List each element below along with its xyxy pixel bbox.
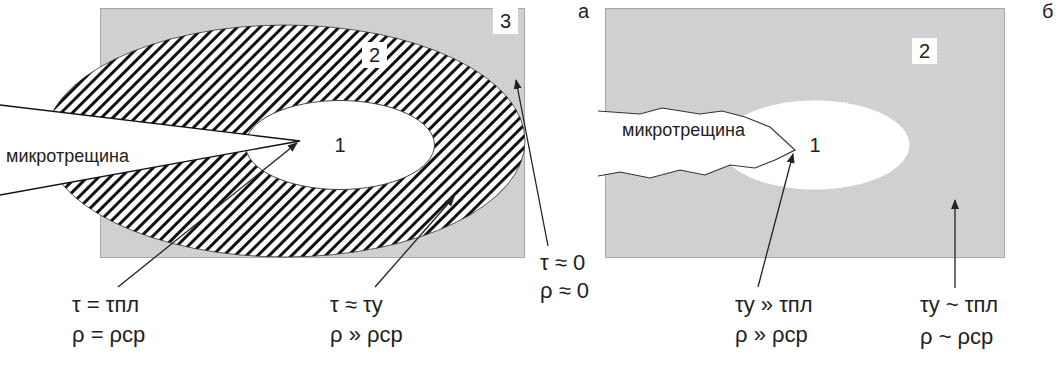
leader-arrow	[954, 200, 955, 288]
formula-text-holder: τу ~ τпл	[920, 292, 998, 317]
formula-text-holder: ρ » ρср	[735, 322, 808, 347]
panel-letter: а	[578, 0, 589, 22]
panel-letter: б	[1042, 0, 1053, 22]
white-ellipse	[246, 101, 435, 190]
crack-label: микротрещина	[622, 120, 745, 140]
formula-text: τу ~ τпл	[920, 292, 998, 317]
region-number-holder: 2	[362, 42, 387, 68]
region-number: 2	[912, 38, 937, 64]
formula-text-holder: ρ » ρср	[330, 322, 403, 347]
region-number: 3	[493, 8, 518, 34]
region-number-holder: 1	[245, 100, 435, 190]
formula-text: τ ≈ τу	[330, 292, 383, 317]
formula-text-holder: ρ ≈ 0	[540, 278, 589, 303]
white-ellipse	[721, 101, 910, 190]
formula-text: ρ = ρср	[72, 322, 145, 347]
panel-letter-holder: а	[578, 0, 589, 23]
region-number-holder: 3	[493, 8, 518, 34]
region-number: 1	[809, 134, 820, 157]
formula-text-holder: τ ≈ τу	[330, 292, 383, 317]
formula-text-holder: ρ ~ ρср	[920, 324, 993, 349]
formula-text: ρ » ρср	[735, 322, 808, 347]
plastic-zone-shape	[45, 25, 525, 257]
region-number: 2	[362, 42, 387, 68]
crack-tip-zone: 1	[720, 100, 910, 190]
zone-fill	[606, 9, 1005, 258]
formula-text-holder: τ = τпл	[72, 292, 139, 317]
plastic-zone: 21	[45, 25, 525, 257]
formula-text: τу » τпл	[735, 292, 813, 317]
formula-text: τ ≈ 0	[540, 250, 585, 275]
region-zone: 3 2 1	[100, 8, 525, 258]
panel-letter-holder: б	[1042, 0, 1053, 23]
formula-text-holder: τу » τпл	[735, 292, 813, 317]
formula-text: ρ ≈ 0	[540, 278, 589, 303]
formula-text: ρ ~ ρср	[920, 324, 993, 349]
region-number: 1	[334, 134, 345, 157]
crack-tip-zone: 1	[245, 100, 435, 190]
formula-text: τ = τпл	[72, 292, 139, 317]
formula-text-holder: τ ≈ 0	[540, 250, 585, 275]
region-zone-shape	[100, 8, 525, 258]
region-number-holder: 1	[720, 100, 910, 190]
crack-label: микротрещина	[6, 146, 129, 166]
crack-label-holder: микротрещина	[622, 120, 745, 141]
crack-label-holder: микротрещина	[6, 146, 129, 167]
region-number-holder: 2	[912, 38, 937, 64]
formula-text: ρ » ρср	[330, 322, 403, 347]
hatched-ellipse	[45, 25, 525, 257]
formula-text-holder: ρ = ρср	[72, 322, 145, 347]
